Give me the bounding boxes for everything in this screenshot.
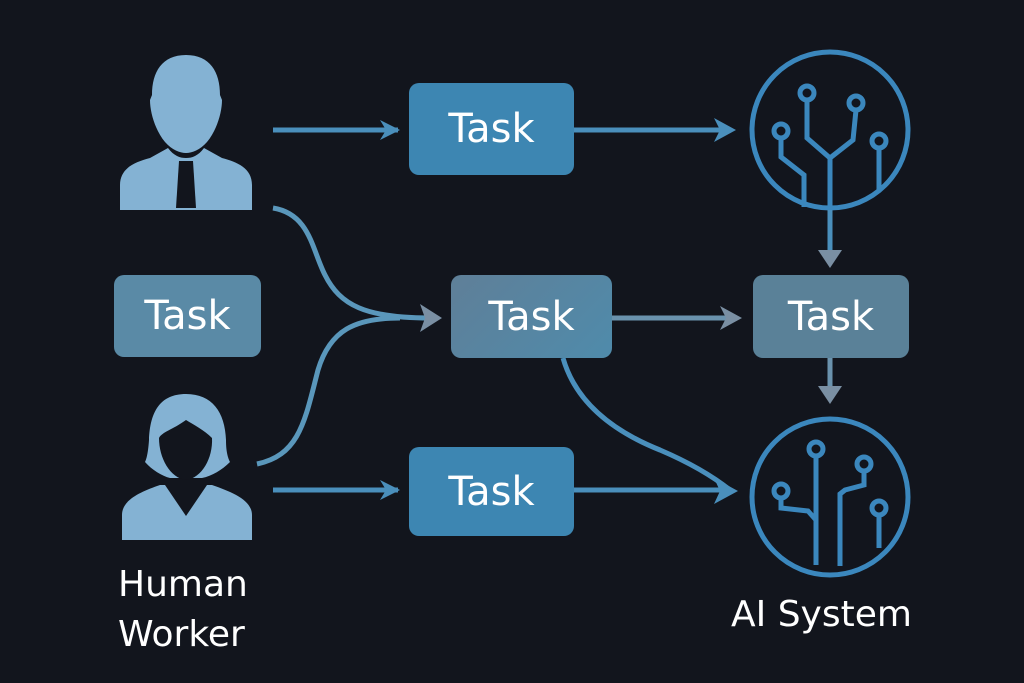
- arrowhead: [420, 304, 442, 332]
- arrow-male-to-task-middle: [272, 205, 431, 321]
- arrowhead: [380, 480, 400, 500]
- human-worker-label: Human Worker: [118, 560, 248, 660]
- circuit-tree-icon: [749, 49, 911, 212]
- task-box-left[interactable]: Task: [114, 275, 261, 357]
- task-box-top[interactable]: Task: [409, 83, 574, 175]
- human-label-line2: Worker: [118, 614, 245, 655]
- ai-system-label: AI System: [731, 594, 912, 635]
- person-male-tie-icon: [120, 55, 252, 210]
- flow-arrows: [256, 118, 842, 504]
- person-female-icon: [122, 394, 252, 540]
- task-box-right[interactable]: Task: [753, 275, 909, 358]
- task-box-bottom[interactable]: Task: [409, 447, 574, 536]
- circuit-tree-icon: [749, 416, 911, 578]
- arrow-female-to-task-middle: [256, 315, 401, 467]
- arrowhead: [380, 120, 400, 140]
- arrowhead: [714, 118, 736, 142]
- task-box-middle[interactable]: Task: [451, 275, 612, 358]
- human-label-line1: Human: [118, 564, 248, 605]
- arrowhead: [818, 250, 842, 268]
- arrowhead: [720, 306, 742, 330]
- arrow-task-middle-to-ai-bottom: [560, 357, 732, 492]
- arrowhead: [818, 386, 842, 404]
- arrowhead: [714, 478, 738, 504]
